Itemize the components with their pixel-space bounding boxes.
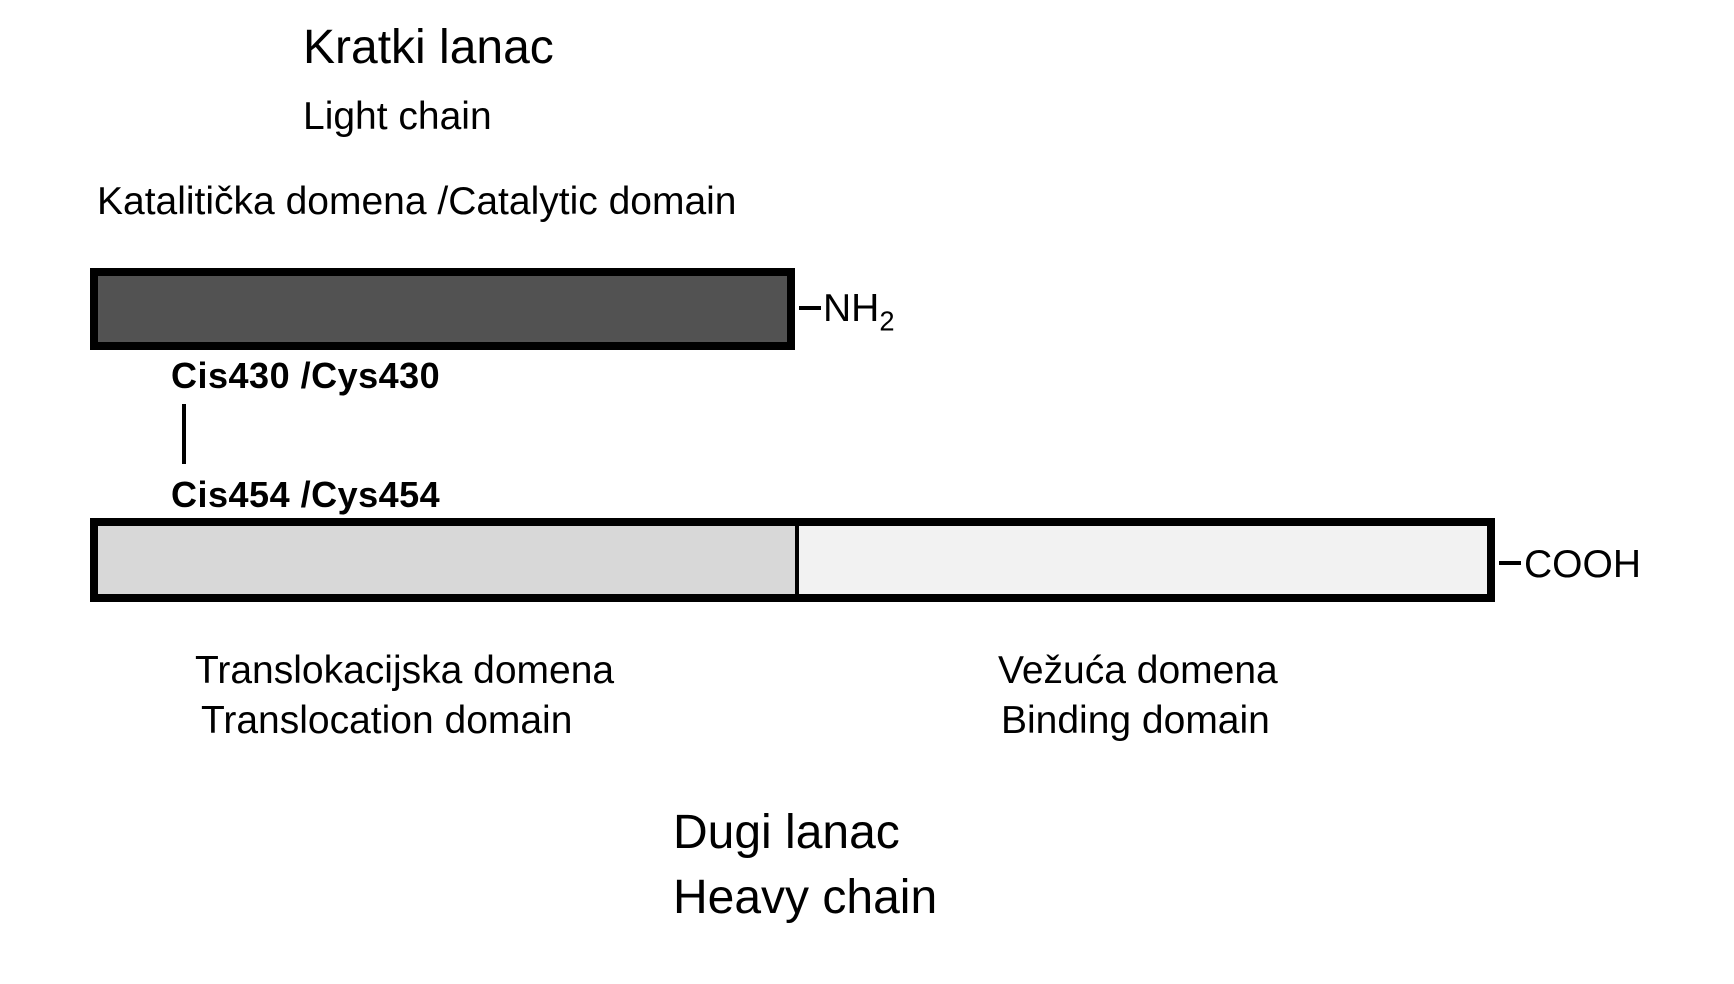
cooh-bond-line bbox=[1499, 561, 1521, 565]
cys454-label: Cis454 /Cys454 bbox=[171, 474, 441, 515]
nh2-terminal-subscript: 2 bbox=[879, 305, 895, 337]
catalytic-domain-label: Katalitička domena /Catalytic domain bbox=[97, 180, 737, 223]
heavy-chain-bar bbox=[90, 518, 1495, 602]
nh2-terminal-text: NH bbox=[823, 287, 880, 330]
domain-divider-line bbox=[795, 526, 799, 594]
translocation-domain-label-en: Translocation domain bbox=[201, 699, 573, 742]
binding-domain-label-hr: Vežuća domena bbox=[998, 649, 1278, 692]
binding-domain-label-en: Binding domain bbox=[1001, 699, 1270, 742]
heavy-chain-title-en: Heavy chain bbox=[673, 871, 938, 924]
heavy-chain-title-hr: Dugi lanac bbox=[673, 806, 900, 859]
light-chain-bar bbox=[90, 268, 795, 350]
disulfide-bond-line bbox=[182, 404, 186, 464]
catalytic-domain-segment bbox=[98, 276, 787, 342]
translocation-domain-segment bbox=[98, 526, 795, 594]
binding-domain-segment bbox=[799, 526, 1487, 594]
light-chain-title-hr: Kratki lanac bbox=[303, 21, 554, 74]
light-chain-title-en: Light chain bbox=[303, 95, 492, 138]
nh2-terminal-label: NH2 bbox=[823, 287, 895, 335]
translocation-domain-label-hr: Translokacijska domena bbox=[195, 649, 615, 692]
nh2-bond-line bbox=[799, 306, 821, 310]
cooh-terminal-label: COOH bbox=[1524, 543, 1641, 586]
cys430-label: Cis430 /Cys430 bbox=[171, 355, 441, 396]
